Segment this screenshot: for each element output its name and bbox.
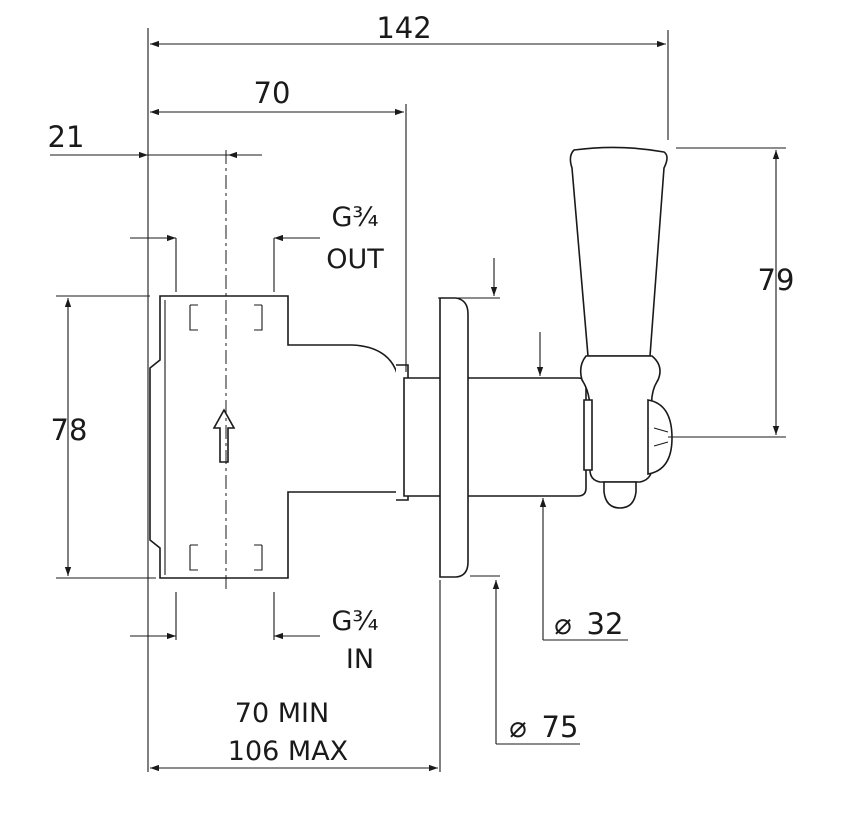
dim-body-height-label: 78 xyxy=(51,413,88,447)
dim-install-max-label: 106 MAX xyxy=(228,736,348,767)
dim-handle-height-label: 79 xyxy=(758,263,795,297)
wall-flange xyxy=(439,297,469,578)
valve-body xyxy=(149,295,409,579)
dim-port-offset-label: 21 xyxy=(48,120,85,154)
svg-text:⌀: ⌀ xyxy=(509,710,526,744)
dim-install-min-label: 70 MIN xyxy=(235,698,329,729)
svg-text:⌀: ⌀ xyxy=(554,607,571,641)
dim-body-depth-label: 70 xyxy=(254,76,291,110)
outlet-label: OUT xyxy=(326,244,384,275)
flow-arrow-icon xyxy=(212,408,236,463)
inlet-label: IN xyxy=(346,644,374,675)
outlet-thread-label: G¾ xyxy=(331,202,378,233)
svg-text:32: 32 xyxy=(587,607,624,641)
inlet-thread-label: G¾ xyxy=(331,606,378,637)
dim-overall-width-label: 142 xyxy=(376,11,431,45)
dim-flange-diameter-label: ⌀ 75 xyxy=(509,710,578,744)
lever-handle xyxy=(569,146,673,509)
svg-text:75: 75 xyxy=(542,710,579,744)
dim-spindle-diameter-label: ⌀ 32 xyxy=(554,607,623,641)
spindle-sleeve xyxy=(403,377,587,497)
